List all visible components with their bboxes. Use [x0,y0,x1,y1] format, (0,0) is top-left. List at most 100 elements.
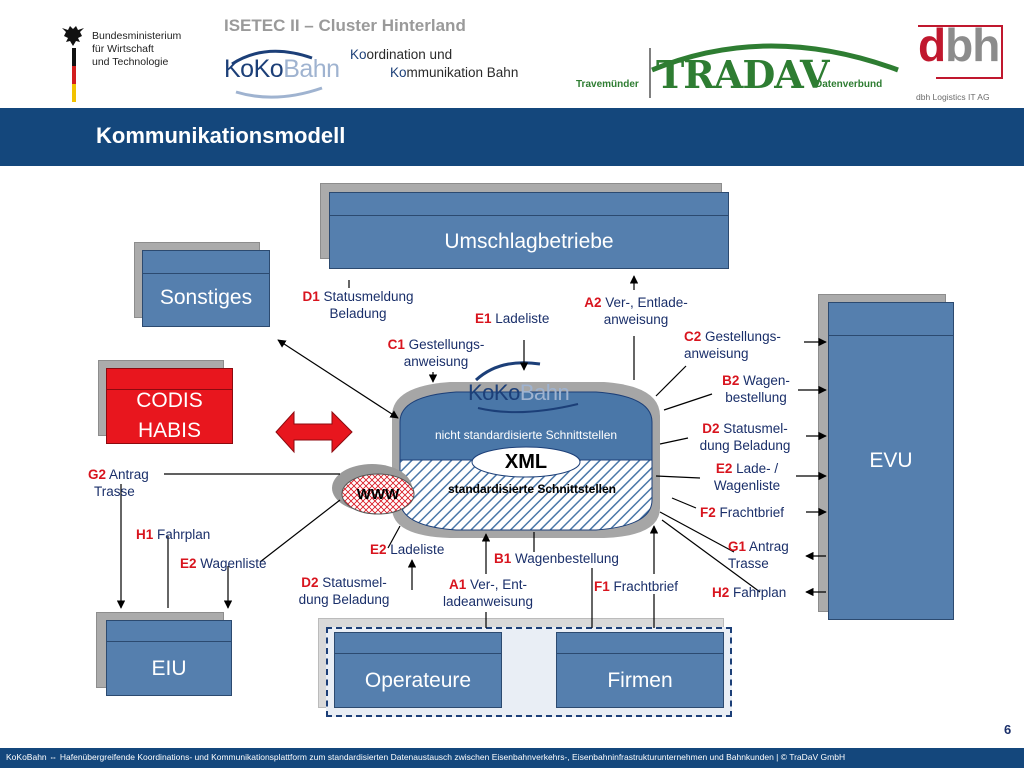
label-c2-line1: Gestellungs- [705,329,781,344]
dbh-logo-bh: bh [945,19,1000,71]
footer-bar [0,748,1024,768]
sonstiges-label: Sonstiges [159,286,253,309]
box-top-strip [107,369,232,390]
codis-habis-box: CODIS HABIS [106,368,233,444]
label-d1-code: D1 [302,289,320,304]
label-c2-line2: anweisung [684,346,749,361]
label-e2-bottom-code: E2 [370,542,387,557]
label-f1-code: F1 [594,579,610,594]
hub-logo-ko2: Ko [493,380,520,405]
line-c2 [655,365,687,397]
box-top-strip [107,621,231,642]
line-f2 [671,497,697,509]
label-h2-code: H2 [712,585,730,600]
dbh-logo: dbh [918,19,1000,71]
box-top-strip [829,303,953,336]
label-g2-line1: Antrag [109,467,149,482]
kokobahn-logo-swoosh [231,49,323,99]
ministry-line-3: und Technologie [92,56,169,68]
label-b2-code: B2 [722,373,740,388]
label-a2: A2 Ver-, Entlade- anweisung [568,294,704,328]
label-g1-line1: Antrag [749,539,789,554]
codis-double-arrow [275,410,353,454]
label-e1-text: Ladeliste [495,311,550,326]
box-top-strip [143,251,269,274]
label-e2-left: E2 Wagenliste [180,555,267,572]
label-a2-line2: anweisung [603,312,669,327]
kokobahn-logo-ko2: Ko [253,55,284,83]
label-e1-code: E1 [475,311,492,326]
ministry-name: Bundesministerium für Wirtschaft und Tec… [92,30,181,69]
habis-label: HABIS [137,419,202,442]
label-c2-code: C2 [684,329,702,344]
kokobahn-description: Koordination und Kommunikation Bahn [350,46,518,82]
line-www-eiu [259,499,341,563]
label-a2-line1: Ver-, Entlade- [605,295,688,310]
label-e2-right-line1: Lade- / [736,461,779,476]
kokobahn-desc-ko1: Ko [350,47,367,62]
box-top-strip [330,193,728,216]
umschlagbetriebe-box: Umschlagbetriebe [329,192,729,269]
firmen-label: Firmen [607,669,673,692]
ministry-logo [58,24,88,104]
www-ellipse [341,473,415,515]
xml-ellipse [471,446,581,478]
label-g2-line2: Trasse [94,484,135,499]
label-d2-bottom-line1: Statusmel- [322,575,387,590]
kokobahn-desc-line2: mmunikation Bahn [406,65,519,80]
label-h1-code: H1 [136,527,154,542]
dbh-logo-d: d [918,19,946,71]
label-g2: G2 Antrag Trasse [88,466,149,500]
firmen-box: Firmen [556,632,724,708]
label-d2-right-line2: dung Beladung [699,438,791,453]
label-g1-code: G1 [728,539,747,554]
hub-standard-label: standardisierte Schnittstellen [447,482,617,496]
label-h2-text: Fahrplan [733,585,787,600]
evu-label: EVU [869,449,913,472]
kokobahn-logo: KoKoBahn [224,55,340,84]
line-g1 [659,511,735,553]
label-e2-left-code: E2 [180,556,197,571]
dbh-subtitle: dbh Logistics IT AG [916,92,990,102]
label-e2-left-text: Wagenliste [200,556,267,571]
label-a1-line1: Ver-, Ent- [470,577,528,592]
eiu-label: EIU [151,657,187,680]
slide-title: Kommunikationsmodell [96,123,346,148]
label-h1-text: Fahrplan [157,527,211,542]
ministry-line-1: Bundesministerium [92,30,182,42]
dbh-logo-frame [918,25,1003,79]
box-top-strip [335,633,501,654]
label-b1-text: Wagenbestellung [515,551,619,566]
label-d2-bottom-line2: dung Beladung [298,592,390,607]
label-a2-code: A2 [584,295,602,310]
label-f2: F2 Frachtbrief [700,504,784,521]
label-g2-code: G2 [88,467,107,482]
line-e2 [655,475,701,479]
label-c1-line2: anweisung [403,354,469,369]
label-a1-code: A1 [448,577,467,592]
label-b2-line2: bestellung [725,390,787,405]
label-d2-bottom-code: D2 [301,575,319,590]
label-f1: F1 Frachtbrief [594,578,678,595]
sonstiges-box: Sonstiges [142,250,270,327]
line-sonstiges [277,339,399,419]
hub-bottom [399,459,653,531]
label-e2-right: E2 Lade- / Wagenliste [698,460,796,494]
hub-www-label: WWW [356,486,400,503]
footer-text: KoKoBahn ⇔ Hafenübergreifende Koordinati… [6,752,846,762]
box-top-strip [557,633,723,654]
label-b1: B1 Wagenbestellung [494,550,619,567]
label-c1-code: C1 [387,337,405,352]
label-e2-bottom: E2 Ladeliste [370,541,444,558]
label-e1: E1 Ladeliste [475,310,549,327]
evu-box: EVU [828,302,954,620]
label-h1: H1 Fahrplan [136,526,210,543]
label-f2-code: F2 [700,505,716,520]
tradav-datenverbund: Datenverbund [815,79,883,90]
connector-lines [116,275,827,628]
hub-logo: KoKoBahn [468,380,570,406]
kokobahn-desc-line1: ordination und [366,47,453,62]
label-d1-line2: Beladung [329,306,387,321]
label-b2-line1: Wagen- [743,373,790,388]
